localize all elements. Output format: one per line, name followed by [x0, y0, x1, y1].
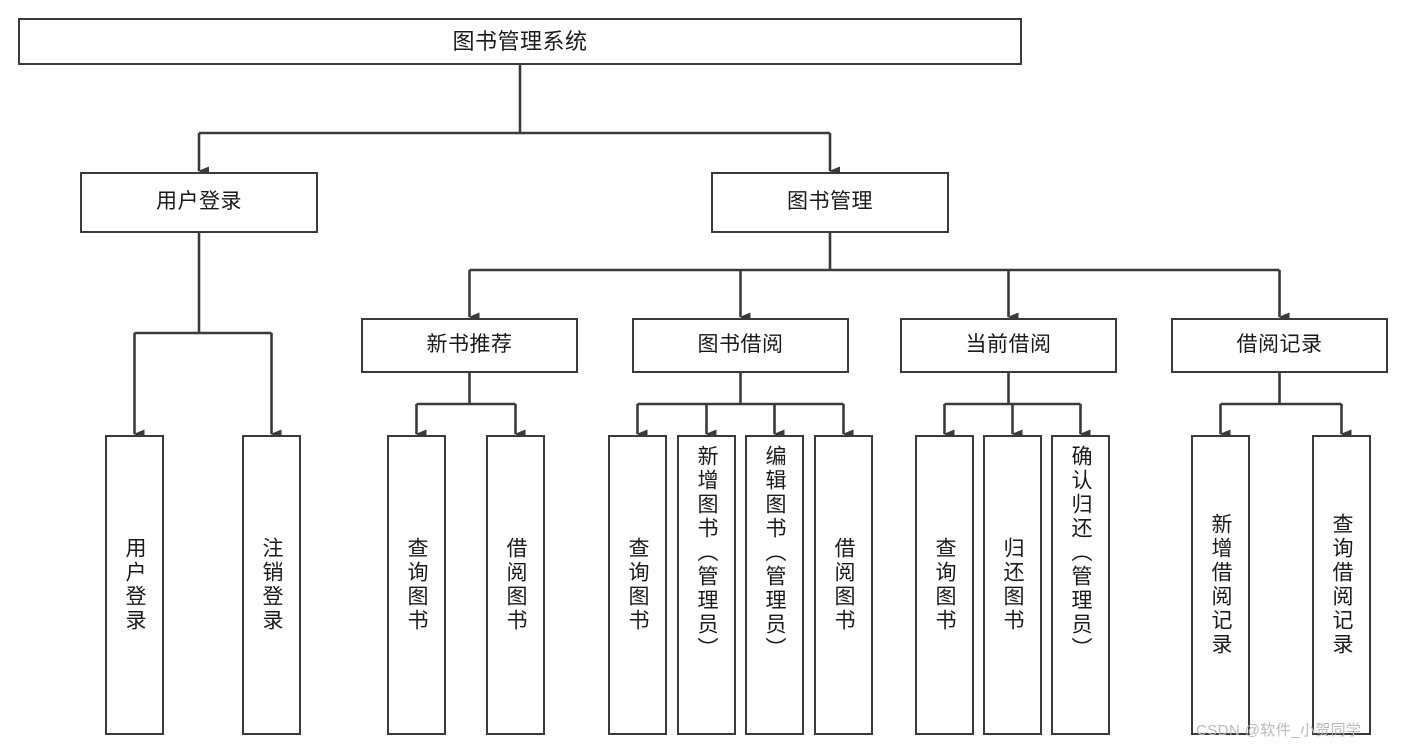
node-borrow-records[interactable]: 借阅记录	[1171, 318, 1388, 373]
node-label: 新增图书（管理员）	[695, 445, 718, 661]
node-label: 归还图书	[1001, 537, 1024, 633]
node-recommend-borrow-book[interactable]: 借阅图书	[486, 435, 545, 735]
node-label: 新书推荐	[426, 333, 513, 357]
node-label: 图书管理	[787, 190, 873, 214]
node-label: 注销登录	[260, 537, 283, 633]
node-label: 编辑图书（管理员）	[763, 445, 786, 661]
node-current-borrow[interactable]: 当前借阅	[900, 318, 1117, 373]
node-label: 查询图书	[626, 537, 649, 633]
node-label: 借阅图书	[504, 537, 527, 633]
node-user-login[interactable]: 用户登录	[80, 172, 318, 233]
node-root-library-system[interactable]: 图书管理系统	[18, 18, 1022, 65]
node-label: 图书管理系统	[452, 28, 588, 54]
node-current-query-book[interactable]: 查询图书	[915, 435, 974, 735]
node-label: 用户登录	[123, 537, 146, 633]
node-user-logout-leaf[interactable]: 注销登录	[242, 435, 301, 735]
node-user-login-leaf[interactable]: 用户登录	[105, 435, 164, 735]
node-new-book-recommend[interactable]: 新书推荐	[361, 318, 578, 373]
node-label: 查询借阅记录	[1330, 513, 1353, 657]
node-label: 借阅记录	[1236, 333, 1323, 357]
node-borrow-edit-book-admin[interactable]: 编辑图书（管理员）	[745, 435, 804, 735]
node-borrow-query-book[interactable]: 查询图书	[608, 435, 667, 735]
node-records-query-record[interactable]: 查询借阅记录	[1312, 435, 1371, 735]
node-label: 查询图书	[933, 537, 956, 633]
node-label: 当前借阅	[965, 333, 1052, 357]
connector-lines	[133, 65, 1352, 439]
node-records-add-record[interactable]: 新增借阅记录	[1191, 435, 1250, 735]
node-borrow-add-book-admin[interactable]: 新增图书（管理员）	[677, 435, 736, 735]
node-label: 用户登录	[156, 190, 242, 214]
node-book-borrow[interactable]: 图书借阅	[632, 318, 849, 373]
node-label: 借阅图书	[832, 537, 855, 633]
node-current-return-book[interactable]: 归还图书	[983, 435, 1042, 735]
node-label: 确认归还（管理员）	[1069, 445, 1092, 661]
node-book-management[interactable]: 图书管理	[711, 172, 949, 233]
node-borrow-borrow-book[interactable]: 借阅图书	[814, 435, 873, 735]
node-label: 图书借阅	[697, 333, 784, 357]
node-current-confirm-return-admin[interactable]: 确认归还（管理员）	[1051, 435, 1110, 735]
node-label: 查询图书	[405, 537, 428, 633]
node-recommend-query-book[interactable]: 查询图书	[387, 435, 446, 735]
watermark-credit: CSDN @软件_小贺同学	[1196, 722, 1362, 739]
node-label: 新增借阅记录	[1209, 513, 1232, 657]
